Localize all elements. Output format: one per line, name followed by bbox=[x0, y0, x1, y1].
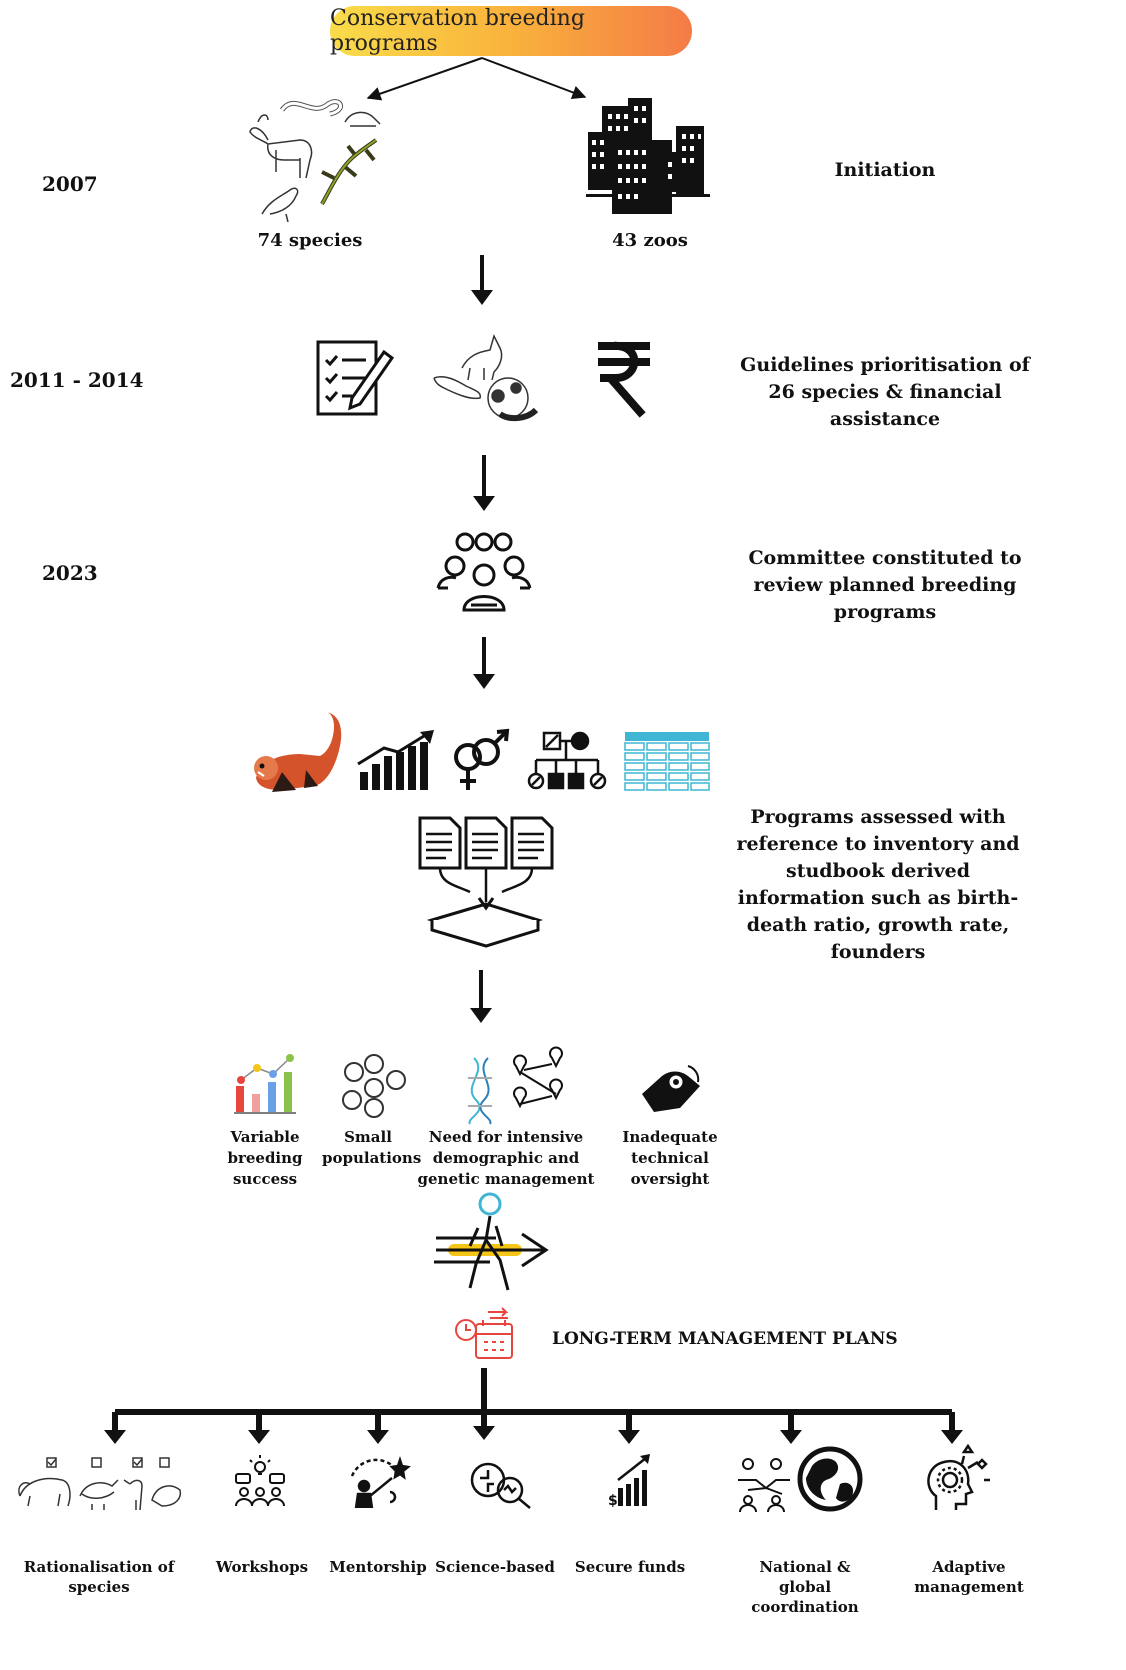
species-count-label: 74 species bbox=[257, 230, 363, 251]
progress-runner-icon bbox=[434, 1192, 549, 1291]
challenge-breeding-success: Variable breeding success bbox=[227, 1128, 303, 1188]
desc-initiation: Initiation bbox=[834, 159, 936, 181]
zoos-count-label: 43 zoos bbox=[612, 230, 688, 251]
committee-group-icon bbox=[436, 532, 532, 612]
growth-chart-icon bbox=[357, 730, 434, 790]
outcome-secure-funds: Secure funds bbox=[574, 1558, 686, 1576]
red-panda-icon bbox=[254, 712, 342, 792]
globe-icon bbox=[797, 1446, 863, 1512]
secure-funds-icon: $ bbox=[608, 1454, 650, 1509]
coordination-handshake-icon bbox=[738, 1458, 790, 1513]
desc-guidelines: Guidelines prioritisation of 26 species … bbox=[740, 354, 1030, 430]
outcome-coordination: National & global coordination bbox=[751, 1558, 859, 1616]
rationalisation-species-icon bbox=[18, 1457, 182, 1511]
desc-programs-assessed: Programs assessed with reference to inve… bbox=[736, 806, 1020, 963]
challenge-genetic-management: Need for intensive demographic and genet… bbox=[417, 1128, 595, 1188]
rupee-icon bbox=[598, 341, 650, 418]
gender-symbols-icon bbox=[454, 728, 510, 790]
down-arrows bbox=[470, 255, 495, 1023]
year-2007: 2007 bbox=[42, 172, 98, 196]
workshops-icon bbox=[235, 1455, 285, 1507]
outcome-science-based: Science-based bbox=[435, 1558, 555, 1576]
long-term-plans-label: LONG-TERM MANAGEMENT PLANS bbox=[552, 1329, 898, 1349]
outcome-adaptive-management: Adaptive management bbox=[914, 1558, 1024, 1596]
title-pill: Conservation breeding programs bbox=[330, 6, 692, 56]
animals-cluster-icon bbox=[249, 99, 381, 223]
branching-arrows bbox=[104, 1368, 963, 1444]
tiger-heads-icon bbox=[342, 1054, 406, 1118]
calendar-clock-icon bbox=[455, 1307, 513, 1359]
city-buildings-icon bbox=[586, 98, 710, 214]
svg-text:$: $ bbox=[608, 1493, 618, 1509]
guidelines-document-icon bbox=[316, 340, 395, 416]
data-integration-icon bbox=[418, 816, 554, 948]
challenge-small-populations: Small populations bbox=[322, 1128, 422, 1167]
studbook-table-icon bbox=[624, 732, 710, 791]
outcome-mentorship: Mentorship bbox=[329, 1558, 427, 1576]
outcome-workshops: Workshops bbox=[215, 1558, 309, 1576]
diagram-title: Conservation breeding programs bbox=[330, 6, 585, 56]
species-prioritised-icon bbox=[433, 333, 539, 422]
breeding-success-chart-icon bbox=[234, 1054, 296, 1114]
year-2011-2014: 2011 - 2014 bbox=[10, 368, 144, 392]
mentorship-icon bbox=[350, 1456, 411, 1509]
technical-oversight-hand-icon bbox=[642, 1065, 700, 1112]
science-based-icon bbox=[470, 1462, 531, 1509]
split-arrows bbox=[366, 57, 587, 101]
desc-committee: Committee constituted to review planned … bbox=[748, 547, 1022, 623]
dna-network-icon bbox=[468, 1046, 563, 1125]
outcome-rationalisation: Rationalisation of species bbox=[23, 1558, 175, 1596]
challenge-technical-oversight: Inadequate technical oversight bbox=[622, 1128, 718, 1188]
pedigree-icon bbox=[527, 731, 607, 790]
adaptive-management-icon bbox=[927, 1443, 990, 1510]
year-2023: 2023 bbox=[42, 561, 98, 585]
